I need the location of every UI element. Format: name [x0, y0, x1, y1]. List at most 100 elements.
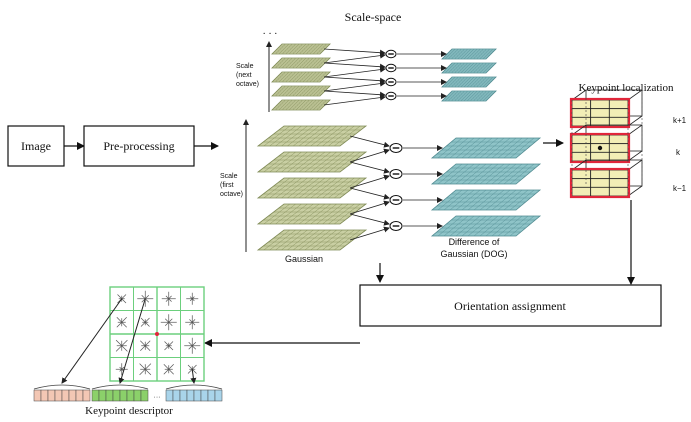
gaussian-stack-first-octave — [256, 125, 368, 251]
orientation-histogram-star — [140, 317, 150, 327]
orientation-histogram-star — [185, 315, 200, 330]
arrow-cell-to-histogram — [190, 369, 197, 384]
orientation-vector — [121, 317, 127, 323]
cube-cell — [590, 178, 610, 188]
orientation-histogram-star — [163, 364, 174, 375]
cube-cell — [608, 134, 629, 145]
layer-grid — [436, 215, 536, 237]
keypoint-descriptor-grid — [109, 286, 205, 382]
histogram-bin — [200, 389, 209, 402]
layer-grid — [444, 62, 494, 74]
orientation-vector — [168, 345, 174, 351]
minus-operator — [385, 91, 397, 101]
orientation-vector — [116, 317, 122, 323]
keypoint-descriptor-label: Keypoint descriptor — [85, 405, 173, 417]
histogram-bin — [82, 389, 91, 402]
orientation-vector — [192, 296, 195, 299]
histogram-bin — [105, 389, 114, 402]
orientation-vector — [115, 345, 122, 352]
orientation-vector — [168, 295, 172, 299]
arrow-gauss-to-minus — [349, 161, 390, 174]
orientation-vector — [168, 318, 173, 323]
orientation-vector — [192, 364, 197, 370]
gaussian-layer-next-2 — [271, 71, 331, 83]
cube-cell — [608, 108, 629, 118]
orientation-vector — [189, 298, 193, 302]
cube-cell — [608, 169, 629, 180]
minus-operator — [389, 195, 403, 205]
dog-label-1: Difference of — [449, 237, 500, 247]
orientation-vector — [189, 322, 193, 326]
arrow-gauss-to-minus — [323, 52, 386, 64]
orientation-vector — [187, 369, 193, 374]
layer-grid — [436, 189, 536, 211]
minus-operator — [389, 143, 403, 153]
cube-cell — [608, 178, 629, 188]
orientation-vector — [140, 317, 146, 323]
gaussian-layer-next-3 — [271, 85, 331, 97]
orientation-vector — [168, 341, 174, 346]
histogram-segment-blue — [165, 389, 223, 402]
orientation-vector — [121, 294, 127, 299]
layer-grid — [263, 229, 361, 251]
cube-cell — [571, 169, 592, 180]
cube-highlight-border — [569, 167, 631, 199]
histogram-bin — [112, 389, 121, 402]
histogram-bin — [75, 389, 84, 402]
histogram-bin — [40, 389, 49, 402]
layer-grid — [274, 71, 328, 83]
subtraction-operators — [323, 48, 447, 241]
arrow-gauss-to-minus — [349, 174, 390, 189]
orientation-vector — [145, 369, 152, 376]
orientation-vector — [145, 294, 150, 299]
histogram-bin — [193, 389, 202, 402]
cube-highlight-border — [569, 97, 631, 129]
layer-grid — [444, 76, 494, 88]
arrow-gauss-to-minus — [349, 213, 390, 226]
histogram-bracket — [165, 384, 223, 390]
cube-layer-2 — [569, 159, 643, 199]
orientation-vector — [141, 294, 146, 299]
orientation-vector — [164, 345, 169, 351]
image-node: Image — [7, 125, 65, 167]
histogram-segment-pink — [33, 389, 91, 402]
histogram-bin — [47, 389, 56, 402]
histogram-bin — [186, 389, 195, 402]
orientation-histogram-star — [186, 292, 199, 305]
layer-grid — [274, 85, 328, 97]
orientation-histogram-star — [184, 337, 201, 354]
layer-grid — [274, 57, 328, 69]
orientation-vector — [192, 345, 197, 350]
arrow-gauss-to-minus — [323, 80, 386, 92]
histogram-bin — [214, 389, 223, 402]
scale-next-label-2: (next — [236, 72, 252, 79]
orientation-vector — [145, 363, 152, 370]
orientation-vector — [164, 318, 169, 323]
orientation-histogram-star — [160, 314, 177, 331]
scale-label-k-plus-1: k+1 — [673, 116, 687, 125]
orientation-vector — [121, 345, 128, 352]
histogram-bin — [54, 389, 63, 402]
scale-space-title: Scale-space — [345, 10, 402, 24]
orientation-histogram-star — [116, 317, 127, 328]
descriptor-center-marker — [155, 332, 159, 336]
histogram-bin — [165, 389, 174, 402]
histogram-bin — [61, 389, 70, 402]
layer-grid — [263, 203, 361, 225]
orientation-vector — [121, 298, 127, 304]
cube-edge — [627, 150, 643, 162]
minus-operator — [389, 169, 403, 179]
gaussian-layer-first-3 — [256, 203, 368, 225]
histogram-bin — [140, 389, 149, 402]
cube-edge — [627, 159, 643, 171]
keypoint-localization-title: Keypoint localization — [579, 82, 674, 94]
gaussian-stack-next-octave — [271, 43, 331, 111]
minus-operator — [385, 49, 397, 59]
cube-cell — [590, 108, 610, 118]
orientation-vector — [140, 322, 146, 327]
histogram-bin — [207, 389, 216, 402]
orientation-vector — [164, 341, 169, 346]
arrow-gauss-to-minus — [323, 62, 386, 70]
ellipsis: · · · — [263, 29, 278, 40]
orientation-vector — [189, 296, 193, 299]
